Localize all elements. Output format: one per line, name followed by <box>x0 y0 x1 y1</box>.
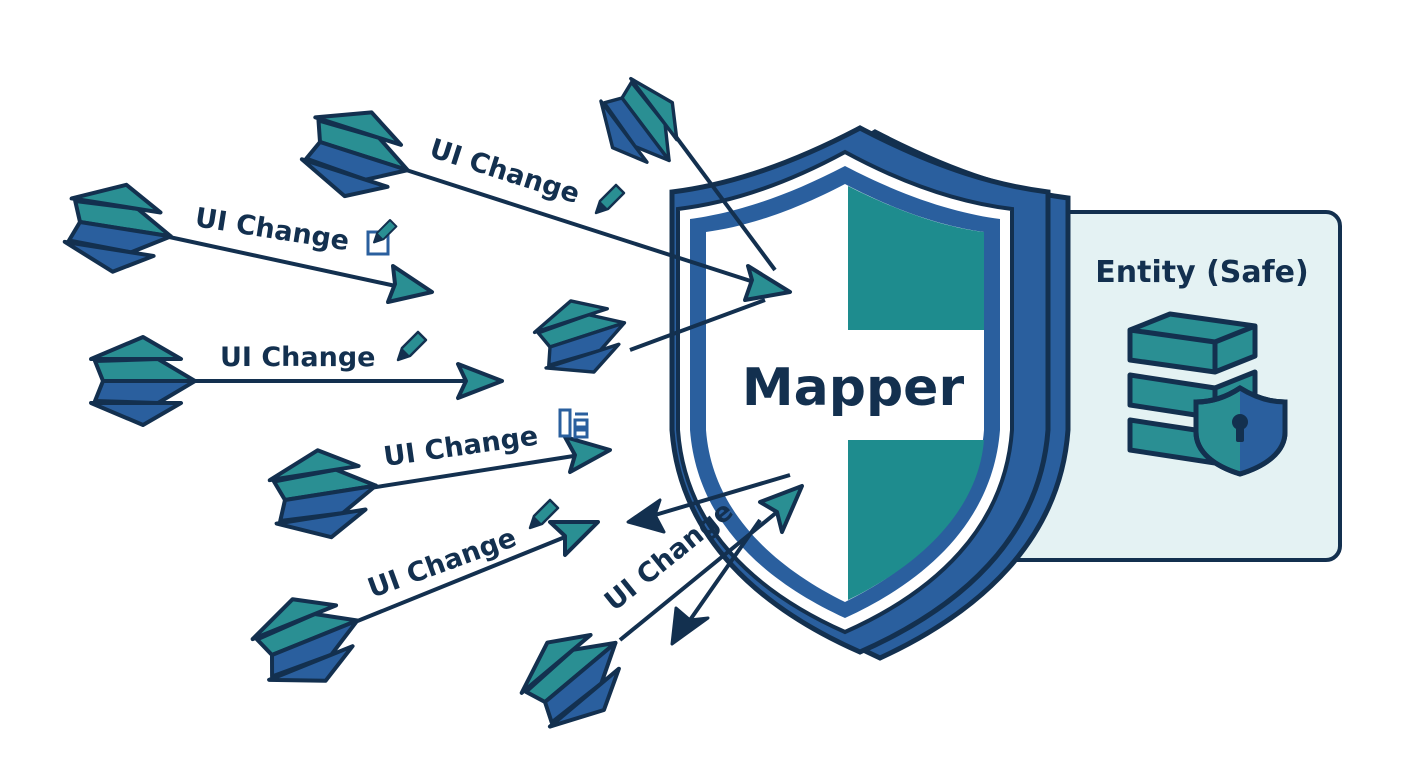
edit-icon <box>366 218 398 256</box>
entity-panel: Entity (Safe) <box>988 210 1342 562</box>
arrow-1-label: UI Change <box>426 133 584 210</box>
database-lock-icon <box>1127 311 1288 477</box>
arrow-2: UI Change <box>89 330 504 427</box>
pencil-icon <box>594 183 626 215</box>
entity-label: Entity (Safe) <box>1095 255 1309 290</box>
arrow-2-label: UI Change <box>220 342 376 373</box>
arrow-0: UI Change <box>59 174 434 304</box>
pencil-icon <box>396 330 428 362</box>
shield-label: Mapper <box>742 358 965 418</box>
mapper-shield: Mapper <box>669 125 1071 661</box>
layout-icon <box>558 408 589 439</box>
